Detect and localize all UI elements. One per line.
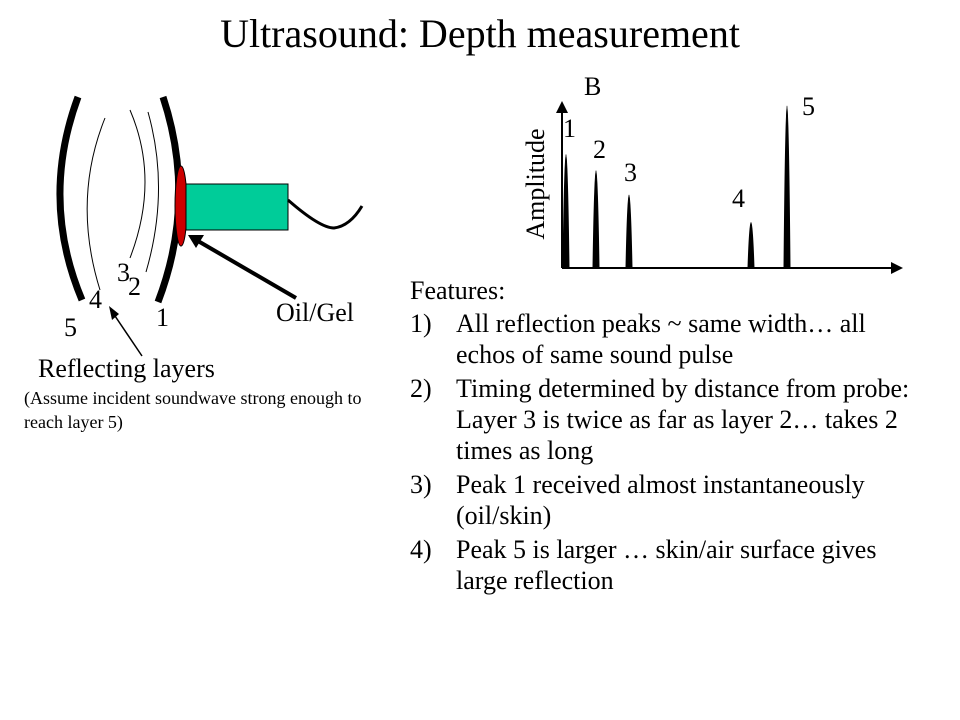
- feature-text: Peak 1 received almost instantaneously (…: [456, 470, 865, 530]
- chart-peaks: [562, 105, 791, 269]
- feature-item: 4) Peak 5 is larger … skin/air surface g…: [410, 534, 930, 596]
- layer-4-arc: [86, 117, 106, 291]
- layer-label-3: 3: [117, 258, 130, 287]
- slide-title: Ultrasound: Depth measurement: [220, 11, 740, 56]
- probe-body: [185, 183, 289, 231]
- chart-x-arrowhead: [891, 262, 903, 274]
- echo-peak-4: [747, 222, 755, 269]
- feature-number: 4): [410, 535, 432, 564]
- peak-label-1: 1: [563, 114, 576, 143]
- feature-text: Timing determined by distance from probe…: [456, 374, 910, 465]
- feature-number: 1): [410, 309, 432, 338]
- echo-peak-1: [562, 154, 570, 269]
- echo-peak-2: [592, 170, 600, 269]
- oil-gel-label: Oil/Gel: [276, 298, 354, 327]
- feature-text: All reflection peaks ~ same width… all e…: [456, 309, 866, 369]
- layer-5-arc: [56, 95, 86, 302]
- peak-label-5: 5: [802, 92, 815, 121]
- peak-label-4: 4: [732, 184, 745, 213]
- layers-pointer-line: [112, 312, 143, 357]
- chart-b-label: B: [584, 72, 602, 101]
- gel-ellipse: [174, 165, 188, 247]
- layers-pointer-arrowhead: [109, 306, 119, 320]
- echo-peak-5: [783, 105, 791, 269]
- layer-label-4: 4: [89, 285, 102, 314]
- layer-label-1: 1: [156, 303, 169, 332]
- feature-number: 3): [410, 470, 432, 499]
- echo-peak-3: [625, 194, 633, 269]
- feature-item: 1) All reflection peaks ~ same width… al…: [410, 308, 930, 370]
- feature-item: 2) Timing determined by distance from pr…: [410, 373, 930, 466]
- chart-y-axis-label: Amplitude: [521, 128, 550, 240]
- probe-cable: [287, 198, 364, 230]
- feature-item: 3) Peak 1 received almost instantaneousl…: [410, 469, 930, 531]
- features-heading: Features:: [410, 276, 506, 305]
- feature-text: Peak 5 is larger … skin/air surface give…: [456, 535, 877, 595]
- layer-3-arc: [129, 109, 146, 259]
- layer-label-5: 5: [64, 313, 77, 342]
- gel-pointer-line: [196, 239, 298, 300]
- feature-number: 2): [410, 374, 432, 403]
- chart-y-arrowhead: [556, 101, 568, 113]
- reflecting-layers-label: Reflecting layers: [38, 354, 215, 383]
- peak-label-3: 3: [624, 158, 637, 187]
- layer-label-2: 2: [128, 272, 141, 301]
- layer-2-arc: [145, 111, 160, 273]
- features-list: Features: 1) All reflection peaks ~ same…: [410, 275, 930, 599]
- peak-label-2: 2: [593, 135, 606, 164]
- gel-pointer-arrowhead: [188, 235, 204, 248]
- assumption-note: (Assume incident soundwave strong enough…: [24, 388, 362, 432]
